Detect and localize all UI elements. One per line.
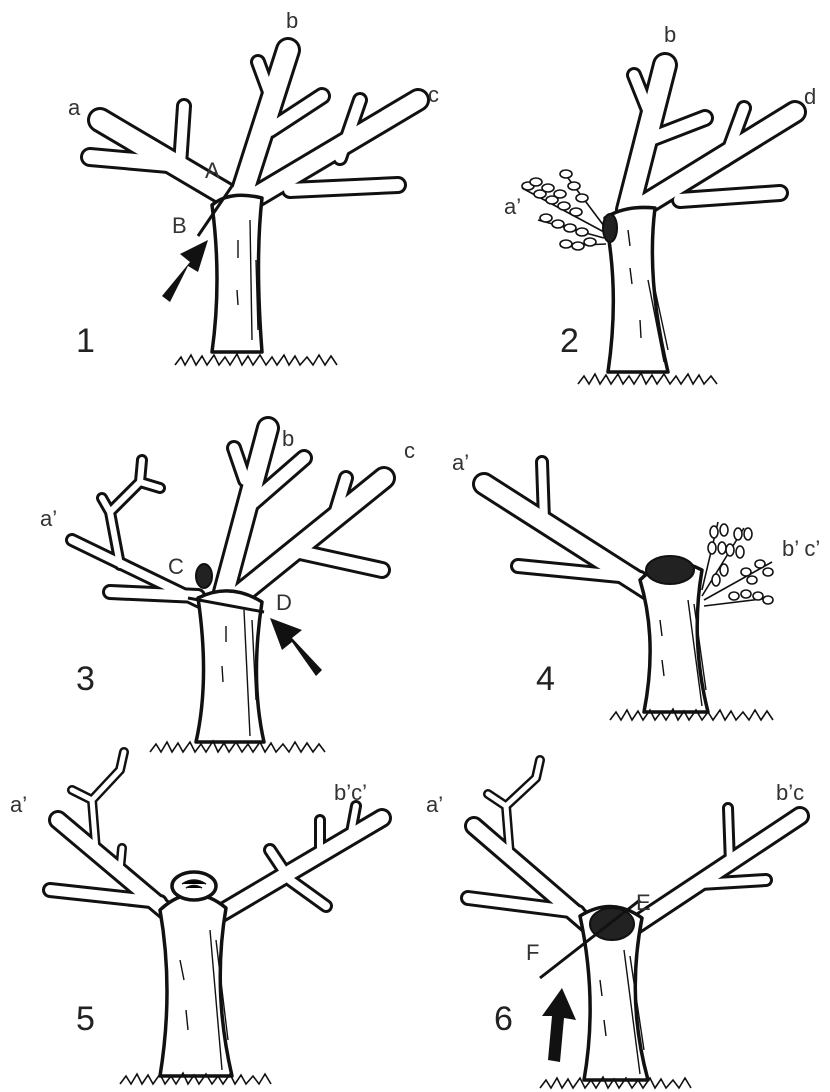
panel-2: b d a’ 2 xyxy=(504,22,816,384)
panel-6: a’ b’c E F 6 xyxy=(426,760,804,1088)
panel-5-label-b-c-prime: b’c’ xyxy=(334,780,367,805)
panel-4-new-shoots xyxy=(702,522,773,606)
panel-1-branches xyxy=(90,50,418,200)
panel-3-label-c: c xyxy=(404,438,415,463)
panel-1-arrow-icon xyxy=(162,240,208,302)
panel-6-label-F: F xyxy=(526,940,539,965)
panel-1-label-b: b xyxy=(286,8,298,33)
panel-2-grass xyxy=(578,373,717,384)
panel-1: a b c A B 1 xyxy=(68,8,439,365)
panel-5: a’ b’c’ 5 xyxy=(10,752,382,1084)
panel-2-label-d: d xyxy=(804,84,816,109)
panel-1-label-A: A xyxy=(205,158,220,183)
panel-1-grass xyxy=(175,354,337,365)
panel-3-arrow-icon xyxy=(270,618,322,676)
panel-6-arrow-icon xyxy=(542,988,576,1062)
panel-3-branches xyxy=(72,428,384,602)
panel-5-label-a-prime: a’ xyxy=(10,792,27,817)
panel-6-label-a-prime: a’ xyxy=(426,792,443,817)
panel-6-label-E: E xyxy=(636,890,651,915)
panel-2-cut-stump xyxy=(603,214,617,242)
panel-6-number: 6 xyxy=(494,1000,513,1038)
panel-1-number: 1 xyxy=(76,322,95,360)
panel-4-trunk xyxy=(640,563,708,712)
panel-1-label-c: c xyxy=(428,82,439,107)
panel-2-new-shoots xyxy=(522,170,606,250)
panel-4: a’ b’ c’ 4 xyxy=(452,450,820,720)
panel-6-label-b-c: b’c xyxy=(776,780,804,805)
panel-4-cut-stump xyxy=(646,556,694,584)
panel-4-branches xyxy=(484,462,650,590)
panel-3-number: 3 xyxy=(76,660,95,698)
panel-2-number: 2 xyxy=(560,322,579,360)
panel-1-label-a: a xyxy=(68,95,81,120)
panel-1-label-B: B xyxy=(172,213,187,238)
panel-2-branches xyxy=(628,65,795,210)
panel-5-number: 5 xyxy=(76,1000,95,1038)
panel-4-number: 4 xyxy=(536,660,555,698)
panel-3-label-C: C xyxy=(168,554,184,579)
panel-2-label-b: b xyxy=(664,22,676,47)
panel-2-label-a-prime: a’ xyxy=(504,194,521,219)
panel-3-cut-stump xyxy=(196,564,212,588)
panel-3-label-b: b xyxy=(282,426,294,451)
panel-3-label-a-prime: a’ xyxy=(40,506,57,531)
panel-1-trunk xyxy=(212,195,262,352)
panel-3: a’ b c C D 3 xyxy=(40,426,415,752)
panel-4-label-b-c-prime: b’ c’ xyxy=(782,536,820,561)
panel-4-label-a-prime: a’ xyxy=(452,450,469,475)
panel-3-label-D: D xyxy=(276,590,292,615)
